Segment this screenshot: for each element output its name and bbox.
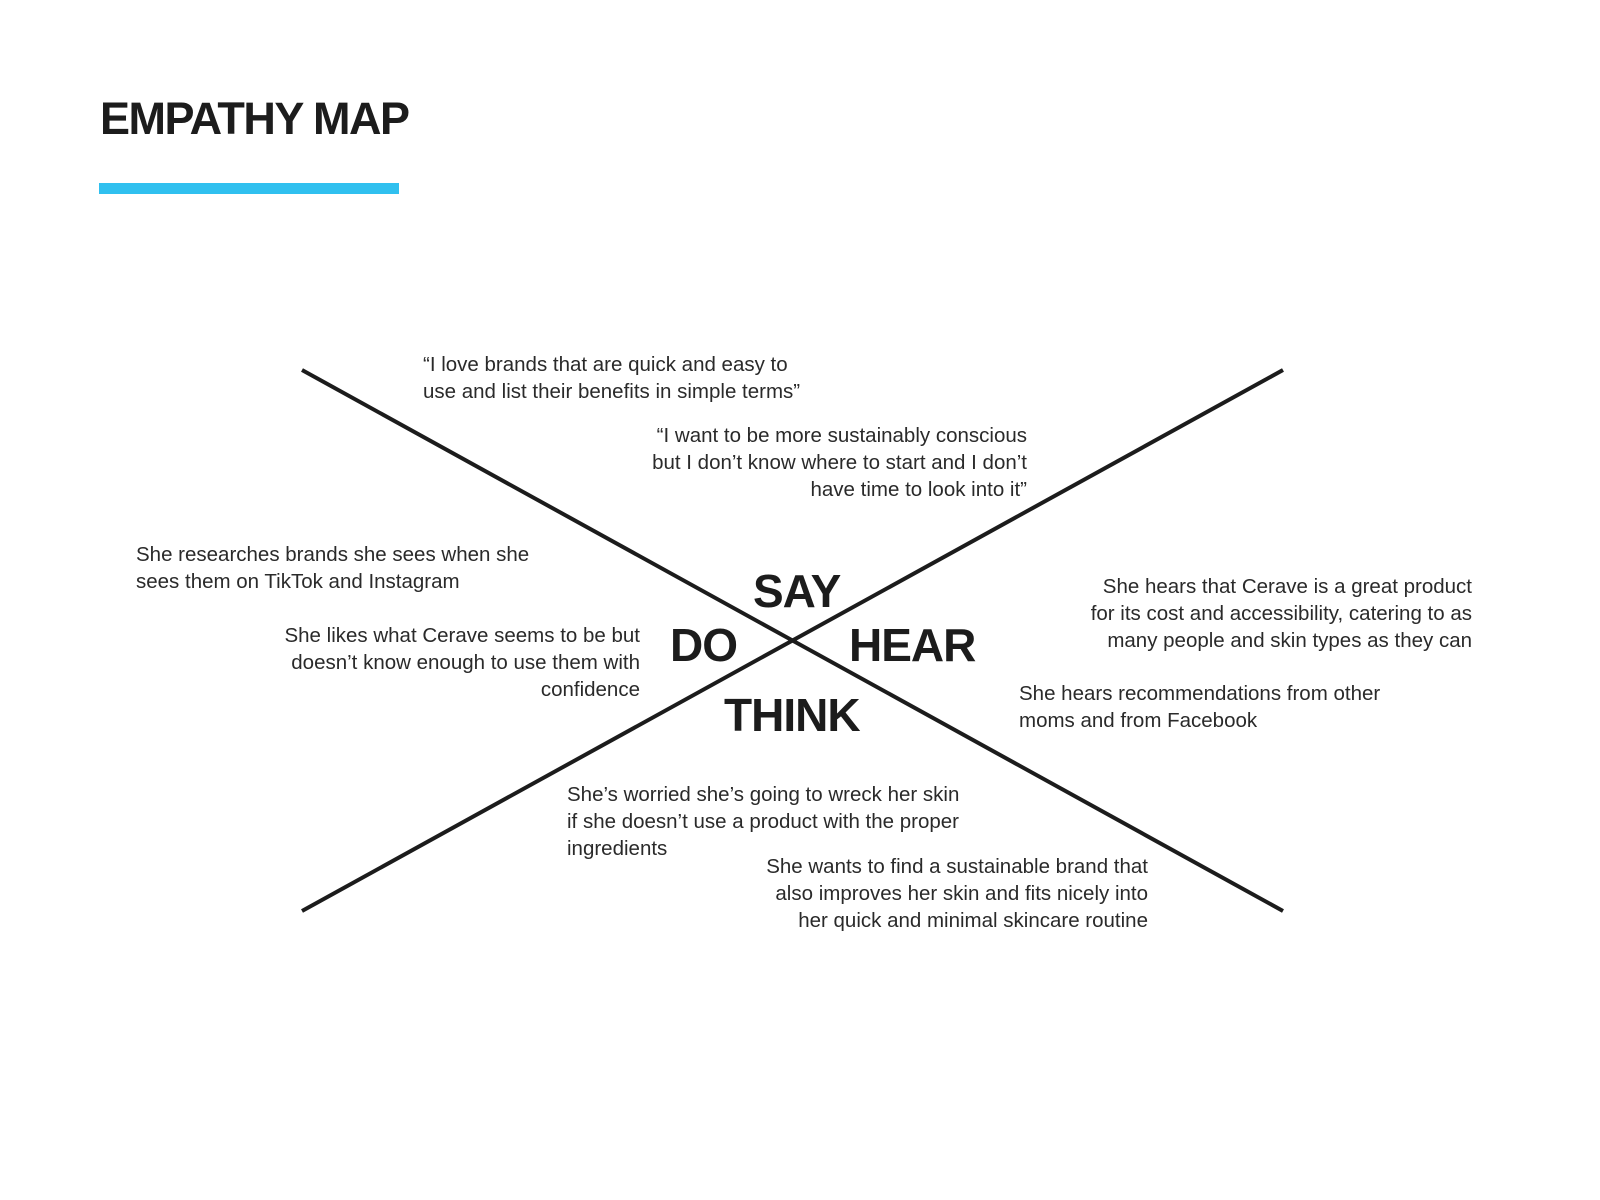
hear-note-recommendations: She hears recommendations from other mom…	[1019, 682, 1381, 732]
quadrant-label-hear: HEAR	[849, 619, 976, 671]
think-note-sustainable-brand: She wants to find a sustainable brand th…	[766, 855, 1148, 932]
think-note-worried-skin: She’s worried she’s going to wreck her s…	[567, 783, 960, 860]
quadrant-label-think: THINK	[724, 689, 861, 741]
do-note-researches-brands: She researches brands she sees when she …	[136, 543, 530, 593]
quadrant-label-do: DO	[670, 619, 738, 671]
diagonal-line-ascending	[301, 368, 1284, 913]
title-underline	[99, 183, 399, 194]
hear-note-cerave-accessibility: She hears that Cerave is a great product…	[1090, 575, 1472, 652]
page-title: EMPATHY MAP	[100, 93, 410, 144]
quadrant-label-say: SAY	[753, 565, 841, 617]
say-note-brands-quick-easy: “I love brands that are quick and easy t…	[423, 353, 801, 403]
do-note-likes-cerave: She likes what Cerave seems to be but do…	[284, 624, 640, 701]
say-note-sustainably-conscious: “I want to be more sustainably conscious…	[652, 424, 1027, 501]
